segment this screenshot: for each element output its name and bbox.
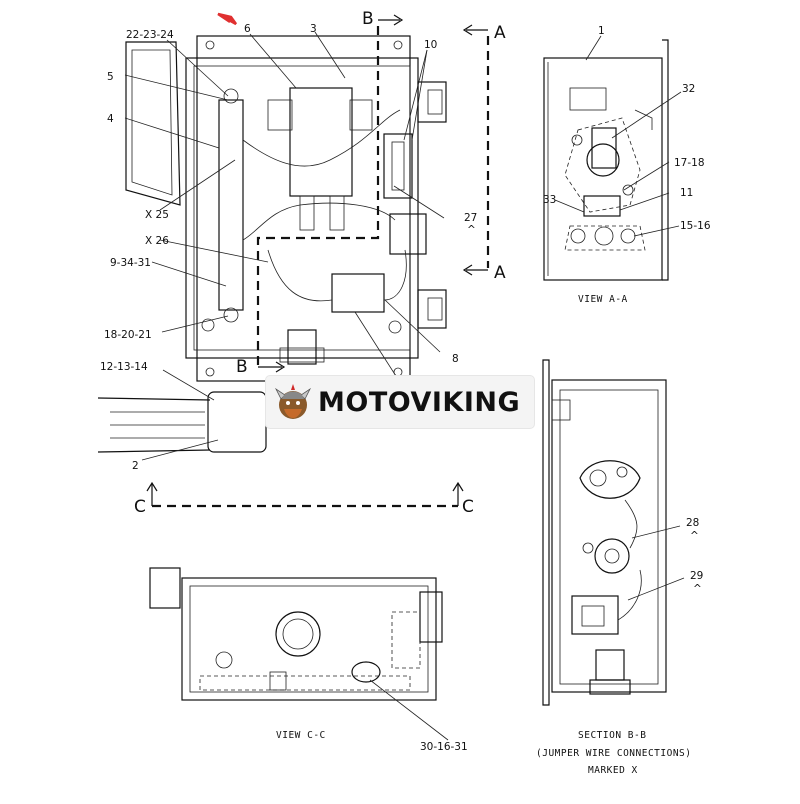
label-29-mark: ^ — [693, 583, 702, 595]
label-26: X 26 — [145, 235, 169, 247]
caption-jumper-note-2: MARKED X — [588, 765, 638, 776]
label-2: 2 — [132, 460, 139, 472]
view-aa-drawing — [543, 39, 669, 281]
motoviking-watermark: MOTOVIKING — [266, 376, 534, 428]
label-6: 6 — [244, 23, 251, 35]
view-captions: VIEW A-A VIEW C-C SECTION B-B (JUMPER WI… — [276, 294, 692, 776]
label-25: X 25 — [145, 209, 169, 221]
main-enclosure — [125, 35, 447, 382]
label-1: 1 — [598, 25, 605, 37]
label-a-bottom: A — [494, 263, 506, 283]
label-b-top: B — [362, 9, 374, 29]
label-28-mark: ^ — [690, 530, 699, 542]
section-bb-drawing — [542, 359, 667, 706]
label-30-16-31: 30-16-31 — [420, 741, 468, 753]
viking-icon — [274, 384, 312, 419]
section-c-line — [146, 481, 464, 508]
section-a-lines — [462, 24, 490, 276]
label-a-top: A — [494, 23, 506, 43]
label-8: 8 — [452, 353, 459, 365]
part-labels: 22-23-24 6 3 B 10 A 1 5 4 X 25 X 26 9-34… — [100, 9, 711, 753]
label-12-13-14: 12-13-14 — [100, 361, 148, 373]
label-22-23-24: 22-23-24 — [126, 29, 174, 41]
label-32: 32 — [682, 83, 695, 95]
label-c-right: C — [462, 497, 474, 517]
label-c-left: C — [134, 497, 146, 517]
label-10: 10 — [424, 39, 437, 51]
label-29: 29 — [690, 570, 703, 582]
label-27: 27 — [464, 212, 477, 224]
label-11: 11 — [680, 187, 693, 199]
caption-jumper-note-1: (JUMPER WIRE CONNECTIONS) — [536, 748, 692, 759]
label-3: 3 — [310, 23, 317, 35]
section-b-lines — [256, 14, 404, 373]
caption-view-aa: VIEW A-A — [578, 294, 628, 305]
label-4: 4 — [107, 113, 114, 125]
view-cc-drawing — [149, 567, 443, 701]
watermark-text: MOTOVIKING — [318, 386, 521, 418]
label-15-16: 15-16 — [680, 220, 711, 232]
label-17-18: 17-18 — [674, 157, 705, 169]
caption-view-cc: VIEW C-C — [276, 730, 326, 741]
label-9-34-31: 9-34-31 — [110, 257, 151, 269]
red-arrow-icon — [217, 12, 238, 26]
label-33: 33 — [543, 194, 556, 206]
label-28: 28 — [686, 517, 699, 529]
label-5: 5 — [107, 71, 114, 83]
leader-lines — [124, 31, 685, 741]
label-27-mark: ^ — [467, 224, 476, 236]
caption-section-bb: SECTION B-B — [578, 730, 646, 741]
label-18-20-21: 18-20-21 — [104, 329, 152, 341]
label-b-bottom: B — [236, 357, 248, 377]
